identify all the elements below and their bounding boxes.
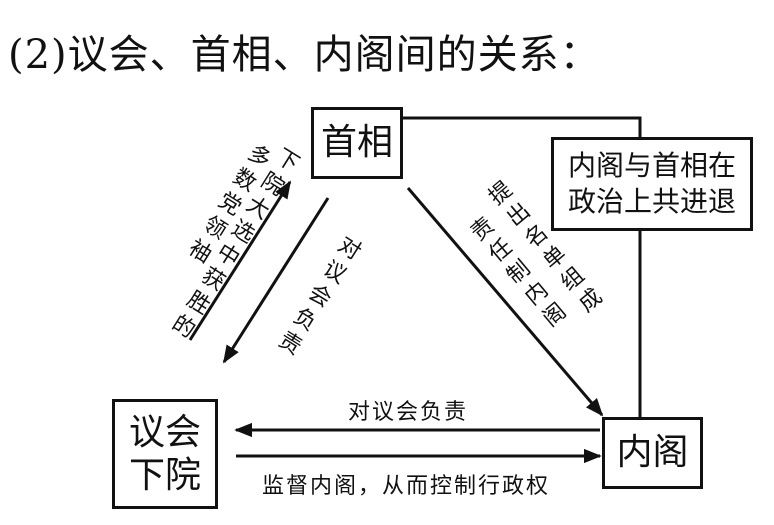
arrow-parliament-to-pm (188, 180, 292, 341)
node-cabinet-label: 内阁 (616, 432, 689, 474)
node-pm: 首相 (311, 107, 403, 179)
arrow-pm-to-parliament (222, 197, 330, 364)
diagram-title: (2)议会、首相、内阁间的关系： (8, 32, 601, 78)
note-line1: 内阁与首相在 (567, 148, 736, 182)
note-line2: 政治上共进退 (567, 185, 736, 218)
label-cabinet-to-parliament: 对议会负责 (348, 400, 469, 425)
parliament-line1: 议会 (128, 411, 201, 453)
parliament-line2: 下院 (128, 455, 201, 496)
pm-note-connector (400, 116, 642, 140)
node-cabinet: 内阁 (602, 417, 703, 489)
node-parliament: 议会 下院 (112, 399, 218, 509)
node-note: 内阁与首相在 政治上共进退 (551, 137, 753, 231)
node-pm-label: 首相 (320, 122, 393, 164)
arrow-pm-to-cabinet (406, 187, 604, 417)
label-parliament-to-cabinet: 监督内阁，从而控制行政权 (262, 474, 551, 499)
